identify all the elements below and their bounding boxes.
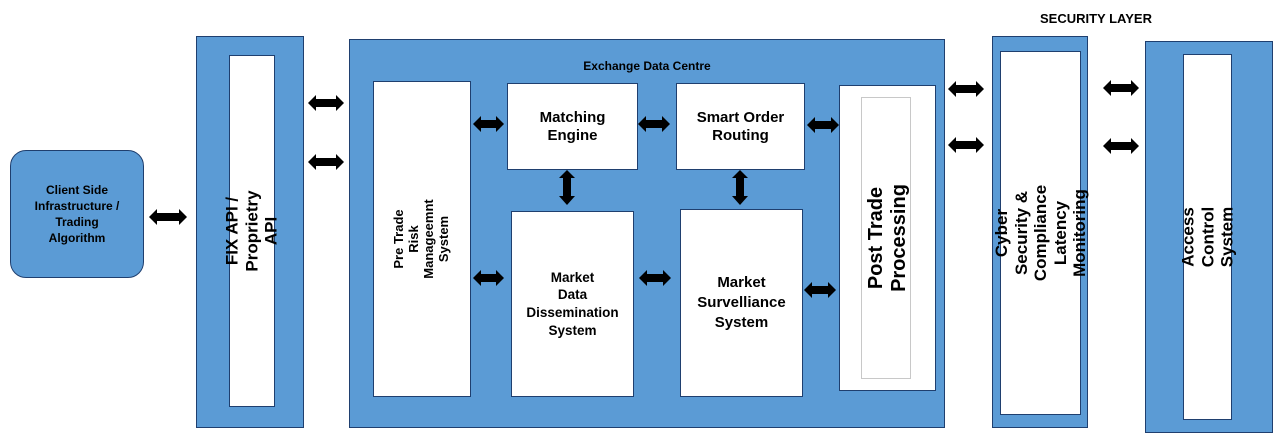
- client-side-infrastructure-box: Client Side Infrastructure / Trading Alg…: [10, 150, 144, 278]
- matching-engine-box: Matching Engine: [507, 83, 638, 170]
- security-layer-title: SECURITY LAYER: [1040, 11, 1152, 26]
- smart-order-routing-box: Smart Order Routing: [676, 83, 805, 170]
- exchange-data-centre-title: Exchange Data Centre: [583, 59, 711, 73]
- market-data-dissemination-box: Market Data Dissemination System: [511, 211, 634, 397]
- arrow-fix-exchange-top: [308, 95, 344, 111]
- market-surveillance-box: Market Survelliance System: [680, 209, 803, 397]
- access-control-box: Access Control System: [1178, 54, 1236, 420]
- arrow-surveillance-posttrade: [804, 282, 836, 298]
- fix-api-box: FIX API / Proprietry API: [223, 55, 281, 407]
- pre-trade-risk-box: Pre Trade Risk Manageemnt System: [373, 81, 471, 397]
- smart-order-routing-label: Smart Order Routing: [696, 108, 785, 144]
- arrow-exchange-security-top: [948, 81, 984, 97]
- arrow-marketdata-surveillance: [639, 270, 671, 286]
- fix-api-panel: FIX API / Proprietry API: [196, 36, 304, 428]
- matching-engine-label: Matching Engine: [539, 108, 606, 144]
- market-surveillance-label: Market Survelliance System: [697, 273, 786, 332]
- arrow-sor-surveillance: [732, 170, 748, 205]
- arrow-client-fix: [149, 209, 187, 225]
- post-trade-inner-frame: [861, 97, 911, 379]
- arrow-cyber-access-bottom: [1103, 138, 1139, 154]
- arrow-matching-sor: [638, 116, 670, 132]
- arrow-sor-posttrade: [807, 117, 839, 133]
- arrow-pretrade-matching: [473, 116, 504, 132]
- arrow-cyber-access-top: [1103, 80, 1139, 96]
- arrow-exchange-security-bottom: [948, 137, 984, 153]
- exchange-data-centre-panel: Exchange Data Centre Pre Trade Risk Mana…: [349, 39, 945, 428]
- arrow-fix-exchange-bottom: [308, 154, 344, 170]
- access-control-panel: Access Control System: [1145, 41, 1273, 433]
- market-data-dissemination-label: Market Data Dissemination System: [526, 269, 619, 338]
- cyber-security-panel: Cyber Security & Compliance Latency Moni…: [992, 36, 1089, 428]
- cyber-security-box: Cyber Security & Compliance Latency Moni…: [992, 51, 1089, 415]
- arrow-pretrade-marketdata: [473, 270, 504, 286]
- arrow-matching-marketdata: [559, 170, 575, 205]
- post-trade-processing-box: Post Trade Processing: [839, 85, 936, 391]
